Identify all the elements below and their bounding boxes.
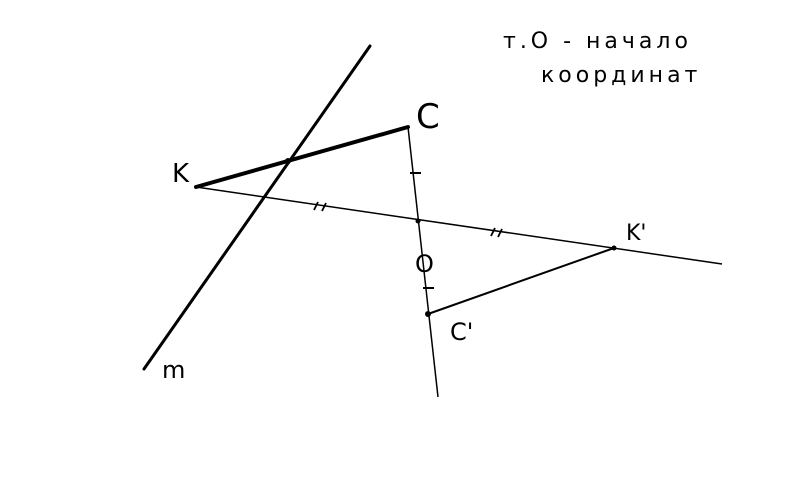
line-k-o-k-prime bbox=[195, 186, 723, 265]
double-tick-ok-prime bbox=[490, 227, 503, 238]
double-tick-ko bbox=[313, 201, 327, 212]
point-c-prime bbox=[425, 311, 431, 317]
note-line-1: т.О - начало bbox=[503, 29, 692, 54]
label-c: C bbox=[416, 97, 440, 137]
segment-kc bbox=[194, 125, 410, 189]
point-o bbox=[415, 218, 421, 224]
line-m bbox=[142, 44, 372, 371]
point-intersection bbox=[285, 158, 291, 164]
segment-k-prime-c-prime bbox=[427, 247, 615, 315]
label-k-prime: K' bbox=[626, 221, 646, 246]
label-m: m bbox=[162, 356, 185, 384]
point-k-prime bbox=[611, 245, 617, 251]
label-c-prime: C' bbox=[450, 318, 473, 346]
label-o: O bbox=[415, 250, 434, 278]
note-line-2: координат bbox=[541, 63, 701, 88]
label-k: K bbox=[172, 159, 190, 189]
